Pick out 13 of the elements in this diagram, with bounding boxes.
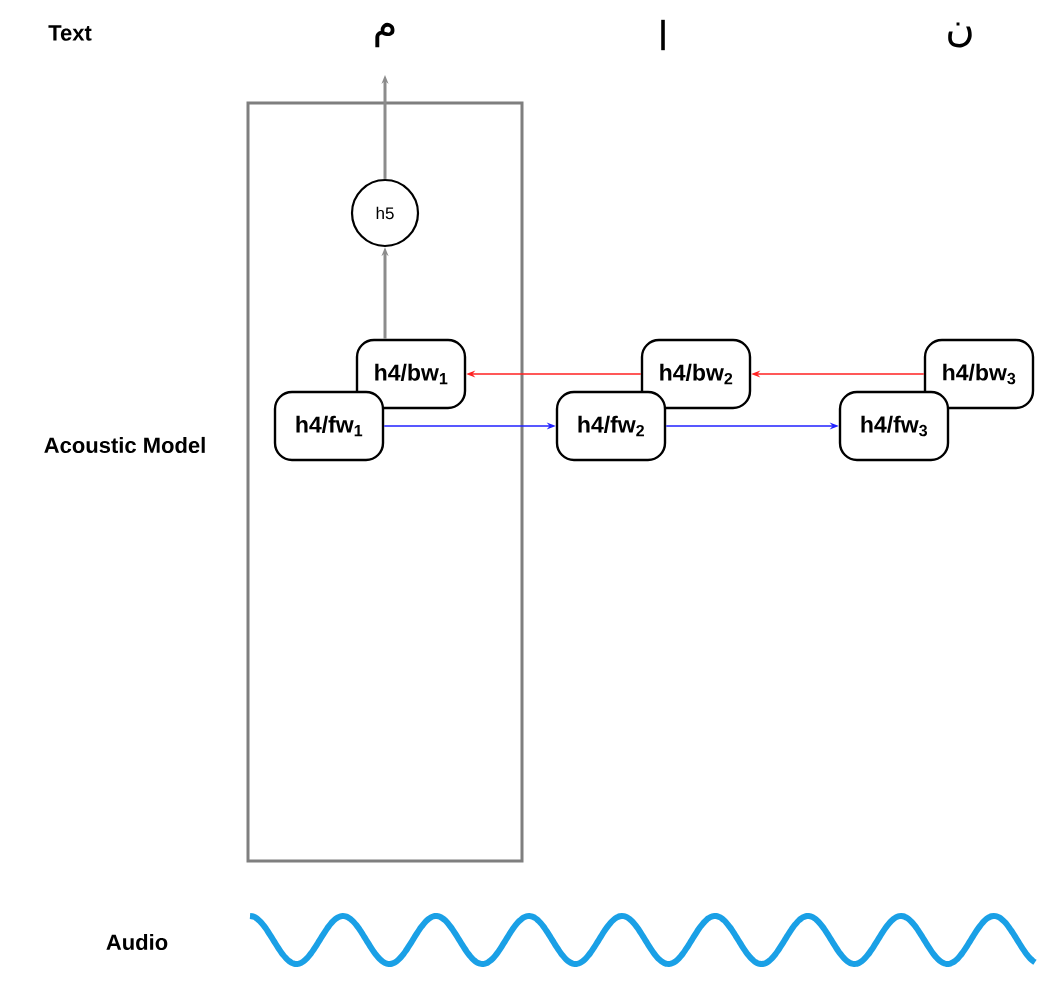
state-box: h4/fw$_{2}$ [555,390,667,462]
letter-label: ن [948,22,972,48]
letter-label: م [375,22,395,48]
state-box: h4/bw$_{2}$ [640,338,752,410]
row-label: Acoustic Model [44,436,205,454]
state-box: h4/bw$_{3}$ [923,338,1035,410]
state-box: h4/fw$_{3}$ [838,390,950,462]
state-box: h4/fw$_{1}$ [273,390,385,462]
row-label: Text [48,25,92,41]
row-label: Audio [106,933,168,951]
letter-label: ا [661,19,665,51]
state-box: h4/bw$_{1}$ [355,338,467,410]
frame-box [246,101,524,863]
